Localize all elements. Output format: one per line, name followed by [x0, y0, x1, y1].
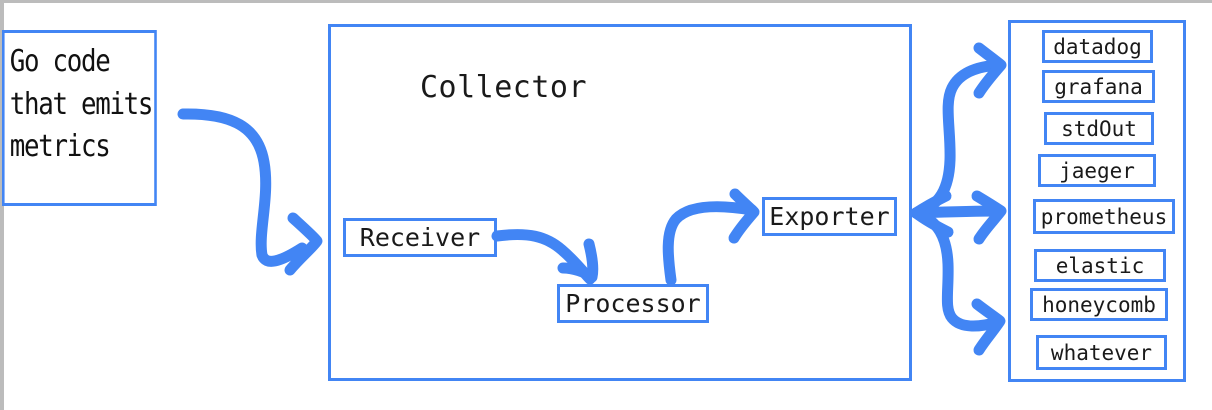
destination-label: jaeger [1059, 158, 1135, 183]
arrow-exporter-branch [910, 190, 954, 238]
destination-datadog[interactable]: datadog [1042, 30, 1153, 63]
arrow-exporter-to-destinations-bottom [910, 207, 1006, 356]
destination-label: grafana [1054, 74, 1143, 99]
source-line-2: that emits [9, 86, 154, 122]
destination-label: elastic [1055, 253, 1145, 278]
destination-prometheus[interactable]: prometheus [1033, 199, 1175, 234]
destination-stdout[interactable]: stdOut [1044, 112, 1154, 145]
window-top-border [0, 0, 1212, 3]
destination-label: datadog [1053, 34, 1142, 59]
destination-jaeger[interactable]: jaeger [1038, 154, 1156, 187]
processor-label: Processor [565, 289, 701, 318]
destination-elastic[interactable]: elastic [1034, 249, 1166, 282]
arrow-source-to-receiver [177, 108, 323, 276]
arrow-exporter-to-destinations-middle [910, 190, 1007, 245]
destination-label: whatever [1050, 340, 1153, 365]
source-line-3: metrics [9, 129, 111, 165]
exporter-box[interactable]: Exporter [762, 197, 897, 236]
receiver-box[interactable]: Receiver [343, 218, 497, 257]
destination-label: honeycomb [1042, 292, 1156, 317]
arrow-exporter-to-destinations-top [910, 42, 1007, 219]
destination-label: prometheus [1040, 204, 1168, 229]
destination-whatever[interactable]: whatever [1036, 335, 1167, 370]
destination-honeycomb[interactable]: honeycomb [1030, 288, 1168, 321]
receiver-label: Receiver [359, 223, 481, 252]
destination-label: stdOut [1061, 116, 1137, 141]
source-line-1: Go code [9, 44, 111, 79]
collector-title: Collector [420, 70, 588, 105]
processor-box[interactable]: Processor [557, 284, 709, 323]
exporter-label: Exporter [769, 202, 890, 231]
destination-grafana[interactable]: grafana [1042, 70, 1155, 103]
source-box[interactable]: Go code that emits metrics [2, 30, 157, 206]
